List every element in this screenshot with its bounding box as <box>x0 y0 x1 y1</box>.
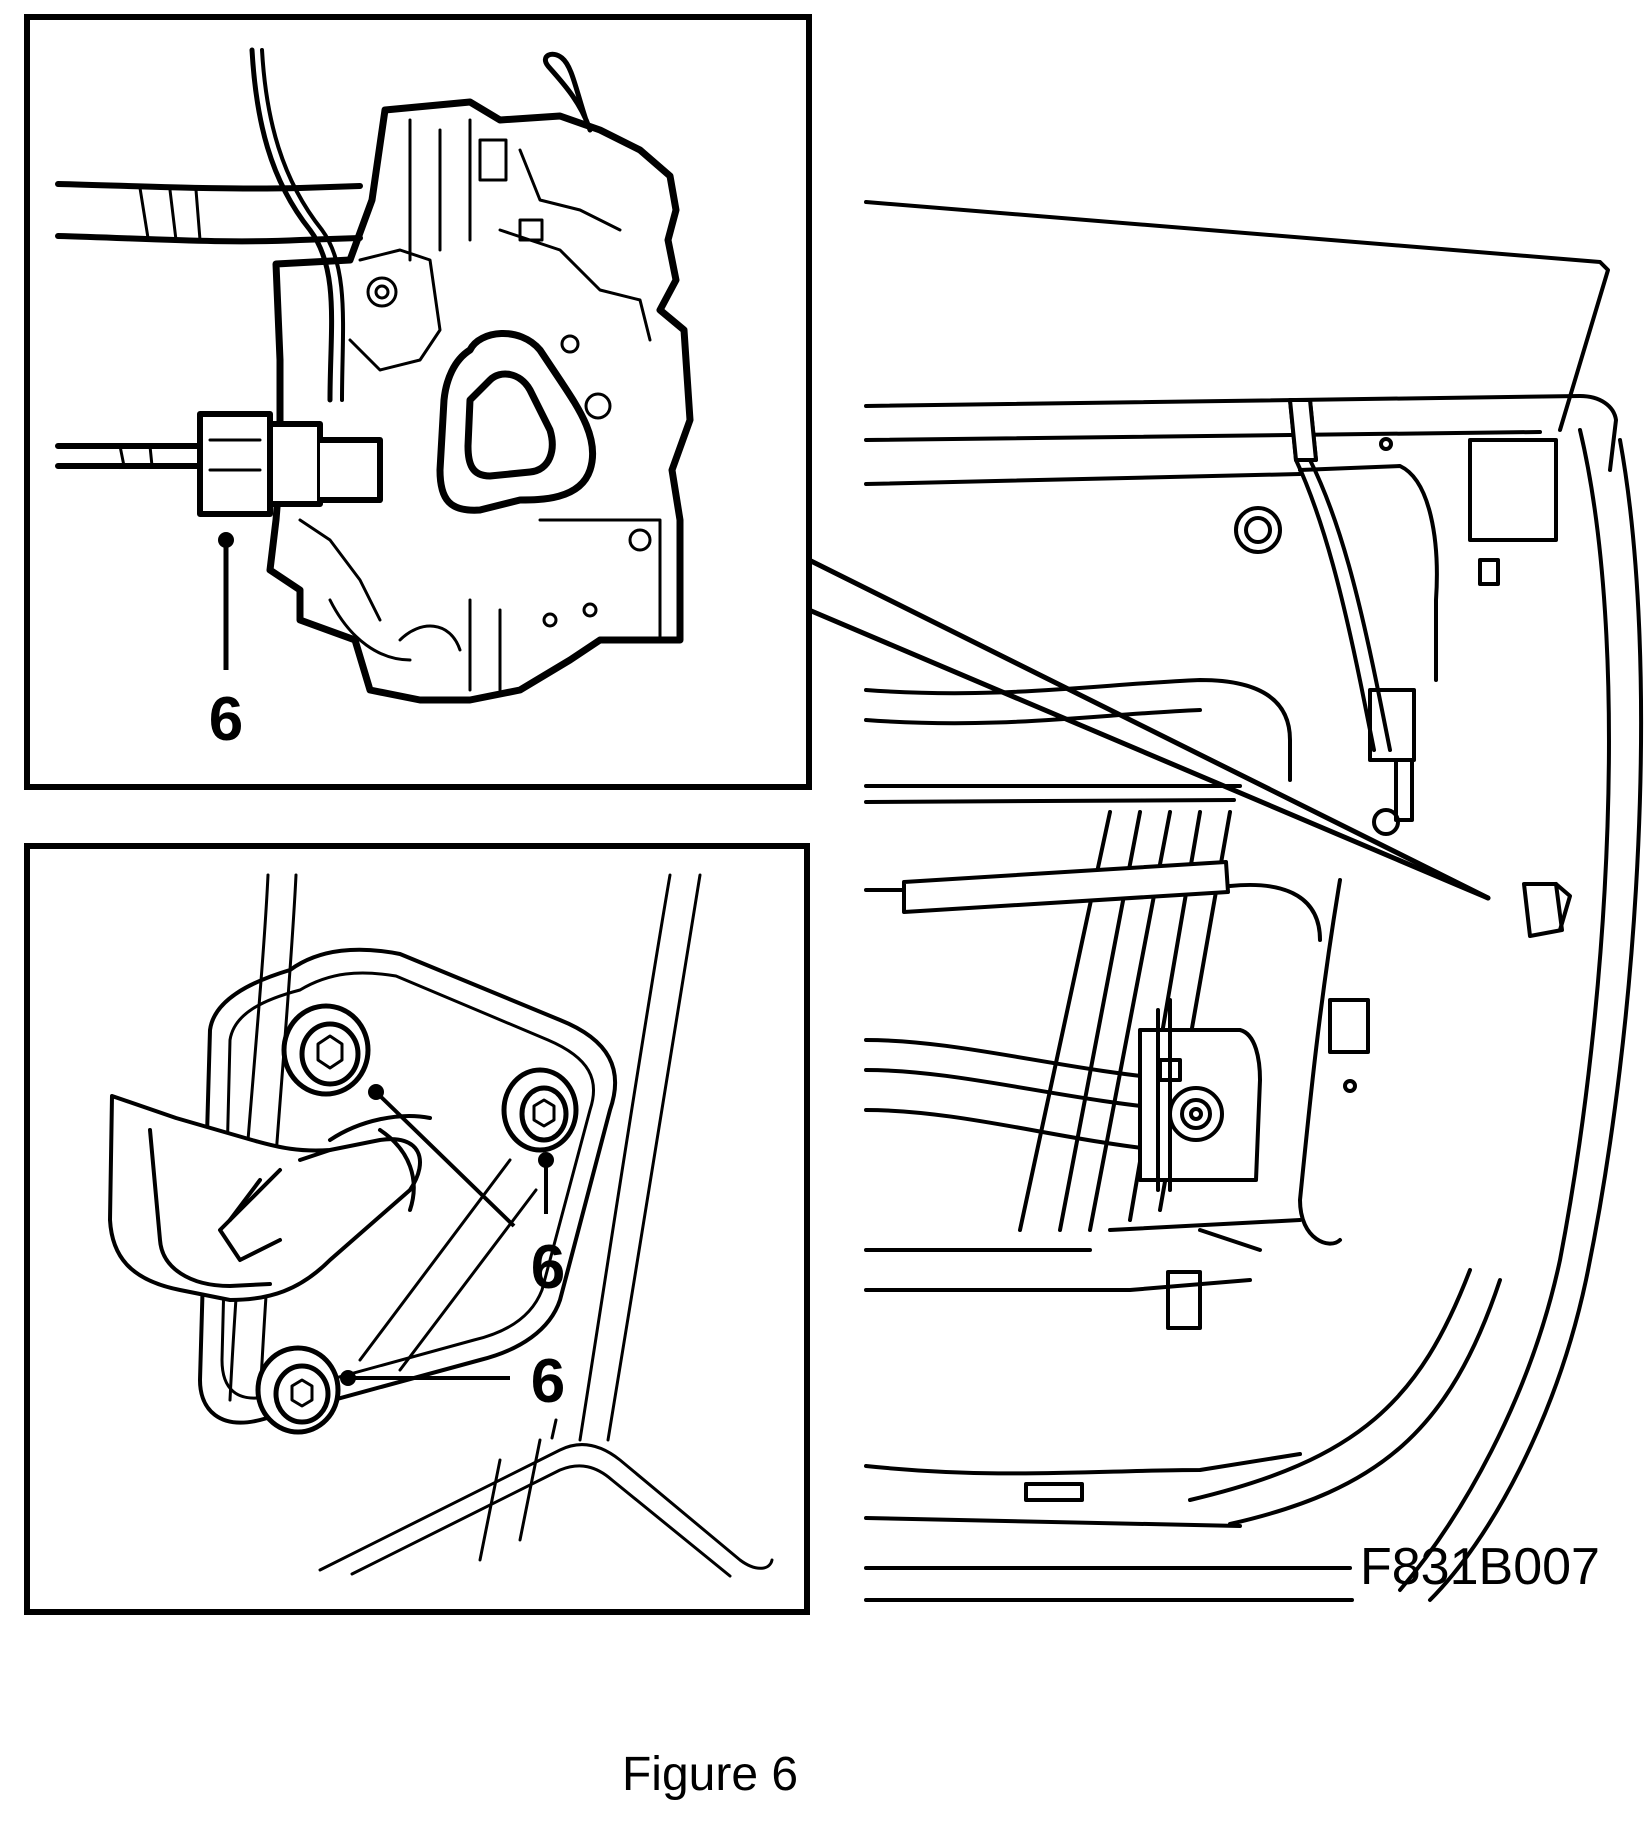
guide-lines <box>318 1158 774 1578</box>
callout-bottom-lower-6: 6 <box>340 1347 565 1416</box>
door-overview: F831B007 <box>806 200 1644 1602</box>
callout-label: 6 <box>531 1233 565 1302</box>
inner-panel <box>864 398 1572 1502</box>
lock-plate <box>198 947 618 1425</box>
inset-leader-lines <box>806 557 1491 901</box>
bolt-upper-right <box>501 1067 579 1153</box>
connector-block <box>197 411 383 517</box>
door-edge-lines <box>228 873 702 1442</box>
release-wire <box>249 47 335 403</box>
bolt-lower <box>255 1345 341 1435</box>
rod-hook <box>542 51 593 133</box>
callout-top-6: 6 <box>209 532 243 754</box>
latch-loop <box>436 330 597 514</box>
top-inset: 6 <box>24 14 812 790</box>
callout-leader <box>374 1090 516 1228</box>
striker-latch <box>108 1094 432 1302</box>
window-frame <box>864 200 1618 486</box>
figure-caption: Figure 6 <box>622 1748 798 1801</box>
figure-code: F831B007 <box>1360 1538 1600 1596</box>
bolt-upper-left <box>281 1003 371 1097</box>
callout-label: 6 <box>209 685 243 754</box>
window-regulator <box>864 810 1322 1292</box>
top-inset-frame <box>24 14 812 790</box>
lock-internals <box>298 118 662 692</box>
callout-label: 6 <box>531 1347 565 1416</box>
door-outer-edge <box>864 428 1644 1602</box>
bottom-inset: 6 6 <box>24 843 810 1615</box>
callout-bottom-upper-6: 6 <box>368 1084 565 1302</box>
